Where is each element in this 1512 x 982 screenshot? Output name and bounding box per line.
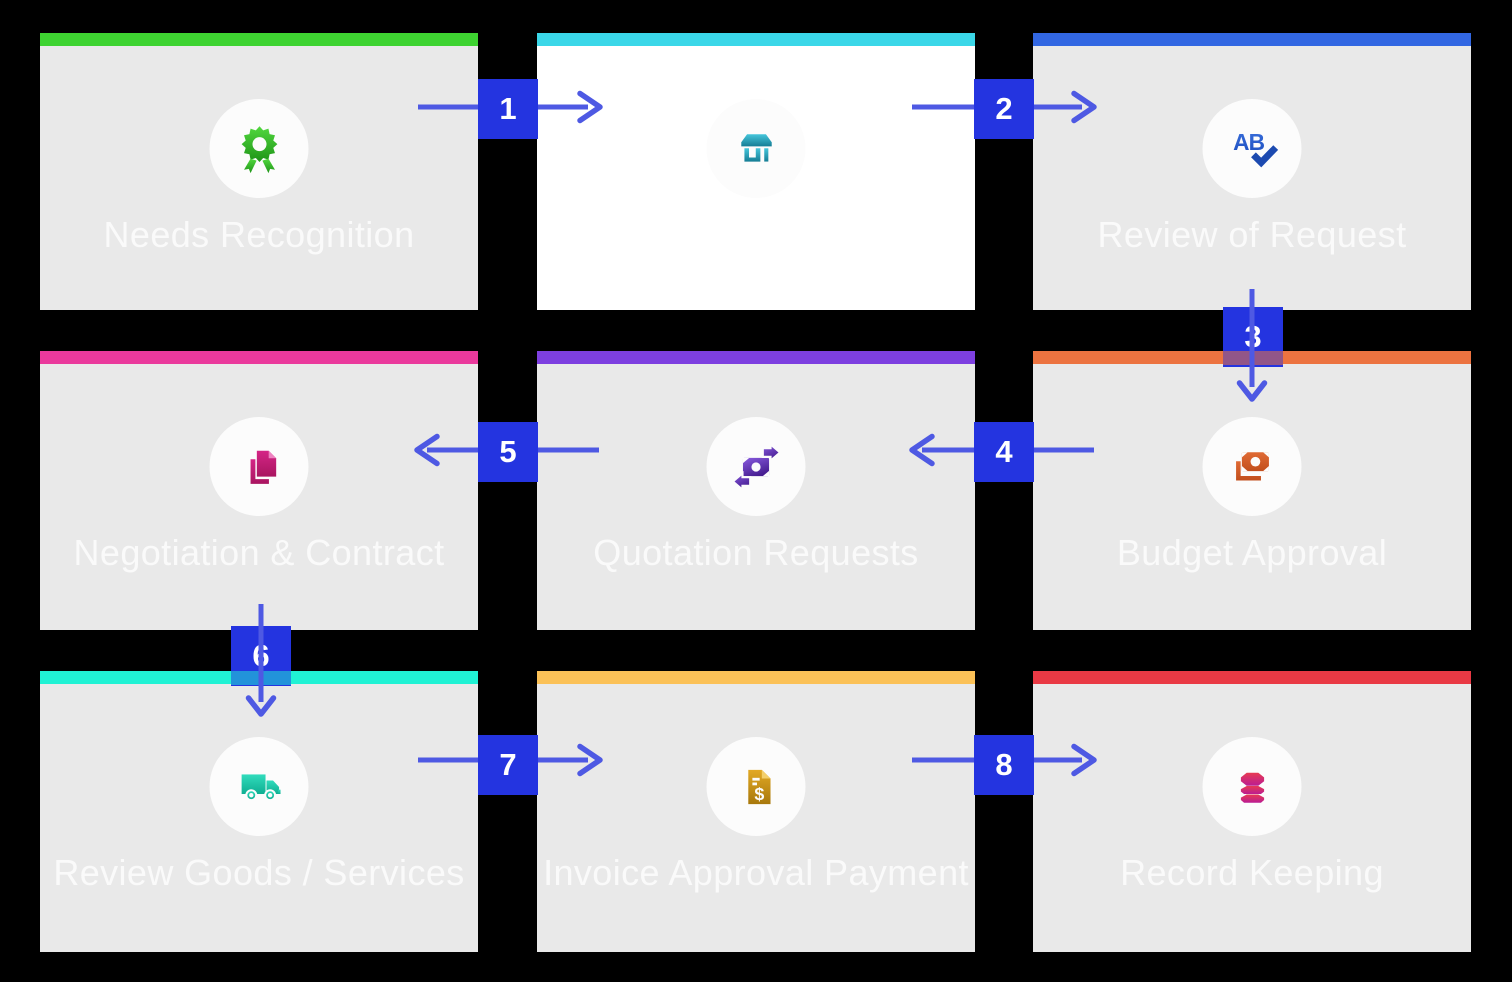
card-accent-bar <box>40 33 478 46</box>
card-label: Negotiation & Contract <box>73 532 445 573</box>
card-storefront <box>537 33 975 310</box>
icon-circle <box>706 99 806 198</box>
banknotes-icon <box>1235 451 1269 481</box>
storefront-icon <box>740 133 772 162</box>
ab-check-icon: AB <box>1233 128 1278 167</box>
icon-circle <box>209 417 309 516</box>
delivery-truck-icon <box>241 773 281 801</box>
icon-circle <box>209 737 309 836</box>
card-label: Review of Request <box>1097 214 1407 255</box>
step-number: 7 <box>499 747 517 782</box>
step-number: 1 <box>499 91 517 126</box>
card-accent-bar <box>1033 33 1471 46</box>
step-badge-4: 4 <box>974 422 1034 482</box>
step-number: 4 <box>995 434 1013 469</box>
card-quotation-requests: Quotation Requests <box>537 351 975 630</box>
card-accent-bar <box>537 351 975 364</box>
step-badge-8: 8 <box>974 735 1034 795</box>
card-negotiation-contract: Negotiation & Contract <box>40 351 478 630</box>
svg-text:AB: AB <box>1233 128 1264 154</box>
flow-arrow-6-down <box>245 604 277 717</box>
step-badge-2: 2 <box>974 79 1034 139</box>
card-invoice-approval-payment: $ Invoice Approval Payment <box>537 671 975 952</box>
card-needs-recognition: Needs Recognition <box>40 33 478 310</box>
step-badge-7: 7 <box>478 735 538 795</box>
card-review-goods-services: Review Goods / Services <box>40 671 478 952</box>
card-budget-approval: Budget Approval <box>1033 351 1471 630</box>
card-label: Invoice Approval Payment <box>543 852 969 893</box>
copy-documents-icon <box>250 450 276 484</box>
money-transfer-icon <box>730 441 782 492</box>
award-ribbon-icon <box>241 125 277 173</box>
icon-circle <box>1202 417 1302 516</box>
card-accent-bar <box>537 33 975 46</box>
step-number: 8 <box>995 747 1013 782</box>
card-label: Quotation Requests <box>593 532 919 573</box>
step-badge-5: 5 <box>478 422 538 482</box>
card-record-keeping: Record Keeping <box>1033 671 1471 952</box>
card-label: Budget Approval <box>1116 532 1388 573</box>
step-number: 2 <box>995 91 1013 126</box>
card-accent-bar <box>1033 671 1471 684</box>
card-label: Review Goods / Services <box>53 852 465 893</box>
card-accent-bar <box>537 671 975 684</box>
card-label: Needs Recognition <box>103 214 415 255</box>
icon-circle: AB <box>1202 99 1302 198</box>
icon-circle <box>706 417 806 516</box>
svg-text:$: $ <box>754 783 764 803</box>
card-review-of-request: AB Review of Request <box>1033 33 1471 310</box>
card-accent-bar <box>40 351 478 364</box>
database-icon <box>1240 772 1264 803</box>
step-badge-1: 1 <box>478 79 538 139</box>
invoice-dollar-icon: $ <box>747 769 771 804</box>
icon-circle: $ <box>706 737 806 836</box>
card-label: Record Keeping <box>1120 852 1384 893</box>
step-number: 5 <box>499 434 517 469</box>
icon-circle <box>1202 737 1302 836</box>
flow-arrow-3-down <box>1236 289 1268 402</box>
icon-circle <box>209 99 309 198</box>
